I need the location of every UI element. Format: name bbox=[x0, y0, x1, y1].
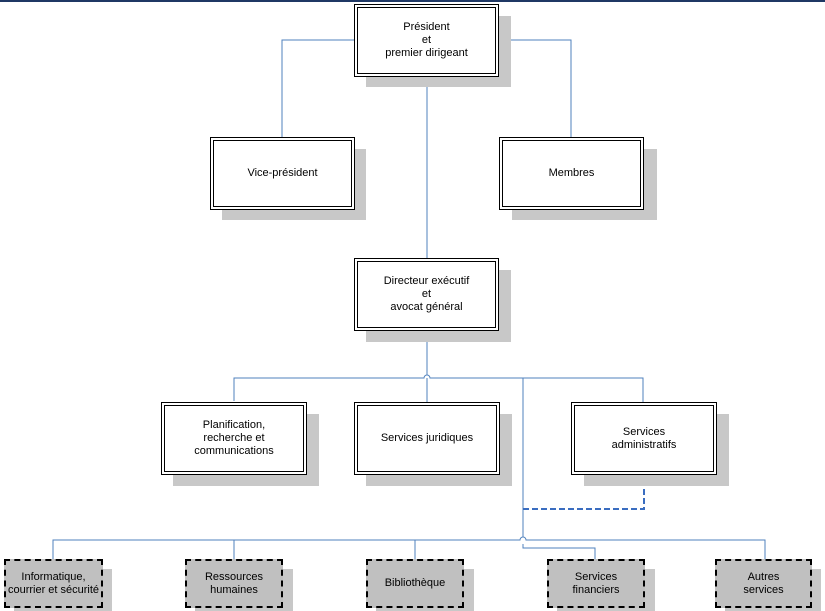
box-label-line: Membres bbox=[548, 167, 595, 179]
connector-tier2-bus bbox=[233, 374, 644, 402]
box-label-line: Services juridiques bbox=[380, 432, 474, 444]
box-informatique-label: Informatique,courrier et sécurité bbox=[6, 571, 101, 597]
connector-tier3-bus bbox=[52, 536, 766, 559]
connector-president-membres bbox=[498, 39, 572, 137]
box-label-line: Ressources bbox=[204, 570, 264, 583]
box-label-line: Directeur exécutif bbox=[383, 275, 470, 287]
box-juridiques-label: Services juridiques bbox=[379, 432, 475, 445]
box-label-line: courrier et sécurité bbox=[7, 583, 100, 596]
box-label-line: humaines bbox=[210, 583, 258, 596]
box-label-line: Président bbox=[403, 21, 450, 33]
box-label-line: recherche et bbox=[203, 432, 265, 444]
box-vice-president: Vice-président bbox=[210, 137, 355, 210]
box-label-line: Autres bbox=[747, 570, 780, 583]
box-label-line: et bbox=[421, 34, 432, 46]
box-vice-president-label: Vice-président bbox=[245, 167, 319, 180]
box-label-line: Services bbox=[574, 570, 618, 583]
box-label-line: Bibliothèque bbox=[384, 577, 446, 589]
box-label-line: et bbox=[421, 288, 432, 300]
box-bibliotheque: Bibliothèque bbox=[366, 559, 464, 608]
box-juridiques: Services juridiques bbox=[354, 402, 500, 475]
box-label-line: Planification, bbox=[202, 419, 266, 431]
connector-financiers bbox=[522, 544, 596, 559]
connector-president-vice bbox=[281, 39, 356, 137]
box-label-line: premier dirigeant bbox=[385, 47, 468, 59]
box-informatique: Informatique,courrier et sécurité bbox=[4, 559, 103, 608]
box-label-line: Services bbox=[622, 425, 666, 438]
box-label-line: Informatique, bbox=[21, 570, 86, 583]
box-bibliotheque-label: Bibliothèque bbox=[383, 577, 448, 590]
top-border-line bbox=[0, 0, 825, 2]
box-label-line: avocat général bbox=[390, 301, 463, 313]
box-label-line: Vice-président bbox=[247, 167, 318, 179]
box-membres: Membres bbox=[499, 137, 644, 210]
box-label-line: administratifs bbox=[611, 438, 677, 451]
box-label-line: communications bbox=[194, 445, 274, 457]
box-membres-label: Membres bbox=[547, 167, 597, 180]
box-label-line: services bbox=[743, 583, 784, 596]
box-label-line: financiers bbox=[572, 583, 620, 596]
